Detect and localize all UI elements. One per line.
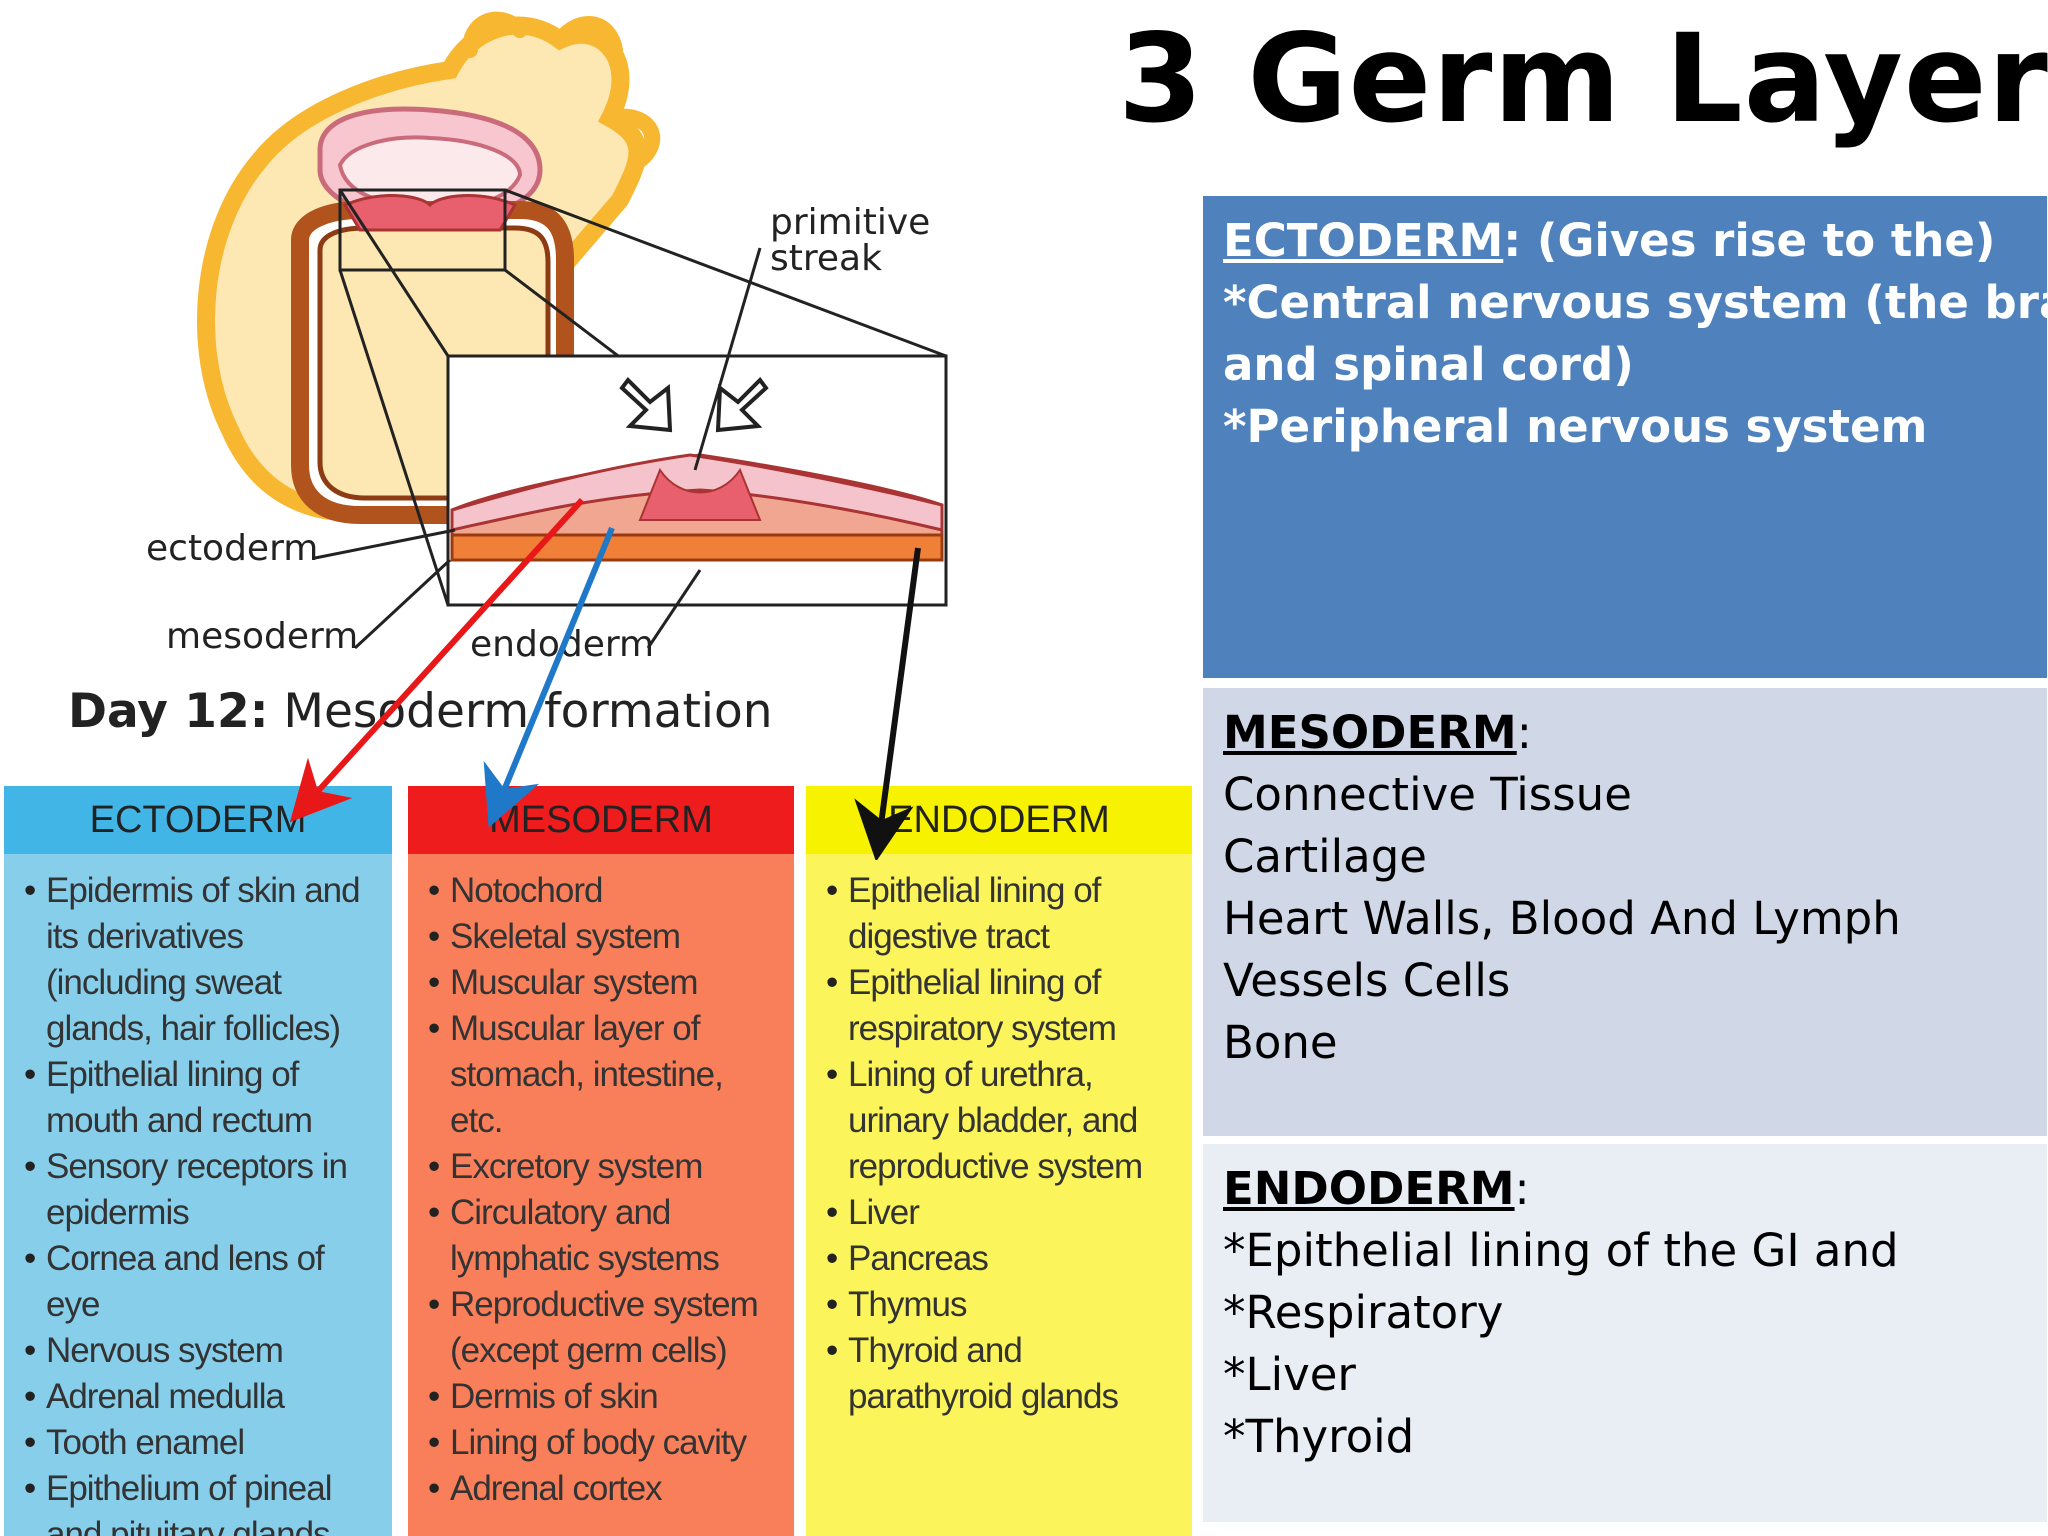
- list-item: Muscular system: [428, 960, 780, 1006]
- caption-text: Mesoderm formation: [268, 684, 773, 739]
- panel-mesoderm-head: MESODERM: [1223, 706, 1517, 759]
- label-ectoderm: ectoderm: [146, 528, 319, 569]
- panel-mesoderm-line: Vessels Cells: [1223, 954, 1511, 1007]
- panel-endoderm-head: ENDODERM: [1223, 1162, 1515, 1215]
- panel-mesoderm-heading: MESODERM:: [1223, 702, 2027, 764]
- panel-endoderm-line: *Thyroid: [1223, 1410, 1415, 1463]
- list-item: Epithelial lining of digestive tract: [826, 868, 1178, 960]
- embryonic-disc-shape: [342, 194, 518, 232]
- column-mesoderm: MESODERM Notochord Skeletal system Muscu…: [408, 786, 794, 1536]
- panel-endoderm-head-suffix: :: [1514, 1162, 1530, 1215]
- column-ectoderm: ECTODERM Epidermis of skin and its deriv…: [4, 786, 392, 1536]
- list-item: Circulatory and lymphatic systems: [428, 1190, 780, 1282]
- zoom-box: [338, 188, 507, 272]
- panel-ectoderm-heading: ECTODERM: (Gives rise to the): [1223, 210, 2027, 272]
- column-endoderm: ENDODERM Epithelial lining of digestive …: [806, 786, 1192, 1536]
- panel-mesoderm: MESODERM: Connective Tissue Cartilage He…: [1203, 688, 2047, 1136]
- panel-mesoderm-line: Heart Walls, Blood And Lymph: [1223, 892, 1901, 945]
- list-item: Excretory system: [428, 1144, 780, 1190]
- list-item: Tooth enamel: [24, 1420, 378, 1466]
- panel-endoderm: ENDODERM: *Epithelial lining of the GI a…: [1203, 1144, 2047, 1522]
- list-item: Adrenal medulla: [24, 1374, 378, 1420]
- embryo-diagram: primitive streak ectoderm mesoderm endod…: [0, 0, 1200, 780]
- list-item: Sensory receptors in epidermis: [24, 1144, 378, 1236]
- list-item: Pancreas: [826, 1236, 1178, 1282]
- column-endoderm-list: Epithelial lining of digestive tract Epi…: [826, 868, 1178, 1420]
- panel-endoderm-line: *Epithelial lining of the GI and: [1223, 1224, 1899, 1277]
- column-ectoderm-header: ECTODERM: [4, 786, 392, 854]
- caption-day: Day 12:: [68, 684, 269, 739]
- diagram-caption: Day 12: Mesoderm formation: [68, 684, 773, 739]
- column-ectoderm-list: Epidermis of skin and its derivatives (i…: [24, 868, 378, 1536]
- list-item: Nervous system: [24, 1328, 378, 1374]
- list-item: Cornea and lens of eye: [24, 1236, 378, 1328]
- list-item: Adrenal cortex: [428, 1466, 780, 1512]
- panel-endoderm-heading: ENDODERM:: [1223, 1158, 2027, 1220]
- panel-ectoderm-head: ECTODERM: [1223, 214, 1504, 267]
- panel-mesoderm-line: Cartilage: [1223, 830, 1427, 883]
- column-ectoderm-body: Epidermis of skin and its derivatives (i…: [4, 854, 392, 1536]
- panel-ectoderm-line: and spinal cord): [1223, 338, 1634, 391]
- label-primitive: primitive: [770, 202, 931, 243]
- panel-ectoderm: ECTODERM: (Gives rise to the) *Central n…: [1203, 196, 2048, 678]
- panel-ectoderm-line: *Central nervous system (the brain: [1223, 276, 2048, 329]
- column-endoderm-body: Epithelial lining of digestive tract Epi…: [806, 854, 1192, 1536]
- list-item: Thymus: [826, 1282, 1178, 1328]
- list-item: Notochord: [428, 868, 780, 914]
- panel-endoderm-line: *Respiratory: [1223, 1286, 1504, 1339]
- list-item: Muscular layer of stomach, intestine, et…: [428, 1006, 780, 1144]
- panel-ectoderm-head-suffix: : (Gives rise to the): [1503, 214, 1996, 267]
- panel-ectoderm-line: *Peripheral nervous system: [1223, 400, 1928, 453]
- embryo-illustration: [197, 11, 948, 650]
- panel-mesoderm-head-suffix: :: [1516, 706, 1532, 759]
- column-mesoderm-body: Notochord Skeletal system Muscular syste…: [408, 854, 794, 1536]
- list-item: Epithelial lining of respiratory system: [826, 960, 1178, 1052]
- list-item: Lining of urethra, urinary bladder, and …: [826, 1052, 1178, 1190]
- list-item: Lining of body cavity: [428, 1420, 780, 1466]
- list-item: Dermis of skin: [428, 1374, 780, 1420]
- list-item: Skeletal system: [428, 914, 780, 960]
- panel-mesoderm-line: Connective Tissue: [1223, 768, 1632, 821]
- list-item: Liver: [826, 1190, 1178, 1236]
- label-streak: streak: [770, 238, 882, 279]
- column-mesoderm-header: MESODERM: [408, 786, 794, 854]
- label-endoderm: endoderm: [470, 624, 655, 665]
- label-mesoderm: mesoderm: [166, 616, 359, 657]
- column-endoderm-header: ENDODERM: [806, 786, 1192, 854]
- list-item: Thyroid and parathyroid glands: [826, 1328, 1178, 1420]
- migration-arrows: [619, 376, 769, 433]
- list-item: Epithelium of pineal and pituitary gland…: [24, 1466, 378, 1536]
- primitive-streak-pointer: [693, 247, 762, 471]
- panel-endoderm-line: *Liver: [1223, 1348, 1356, 1401]
- panel-mesoderm-line: Bone: [1223, 1016, 1338, 1069]
- list-item: Epidermis of skin and its derivatives (i…: [24, 868, 378, 1052]
- list-item: Reproductive system (except germ cells): [428, 1282, 780, 1374]
- list-item: Epithelial lining of mouth and rectum: [24, 1052, 378, 1144]
- column-mesoderm-list: Notochord Skeletal system Muscular syste…: [428, 868, 780, 1512]
- page-title: 3 Germ Layers: [1118, 8, 2048, 150]
